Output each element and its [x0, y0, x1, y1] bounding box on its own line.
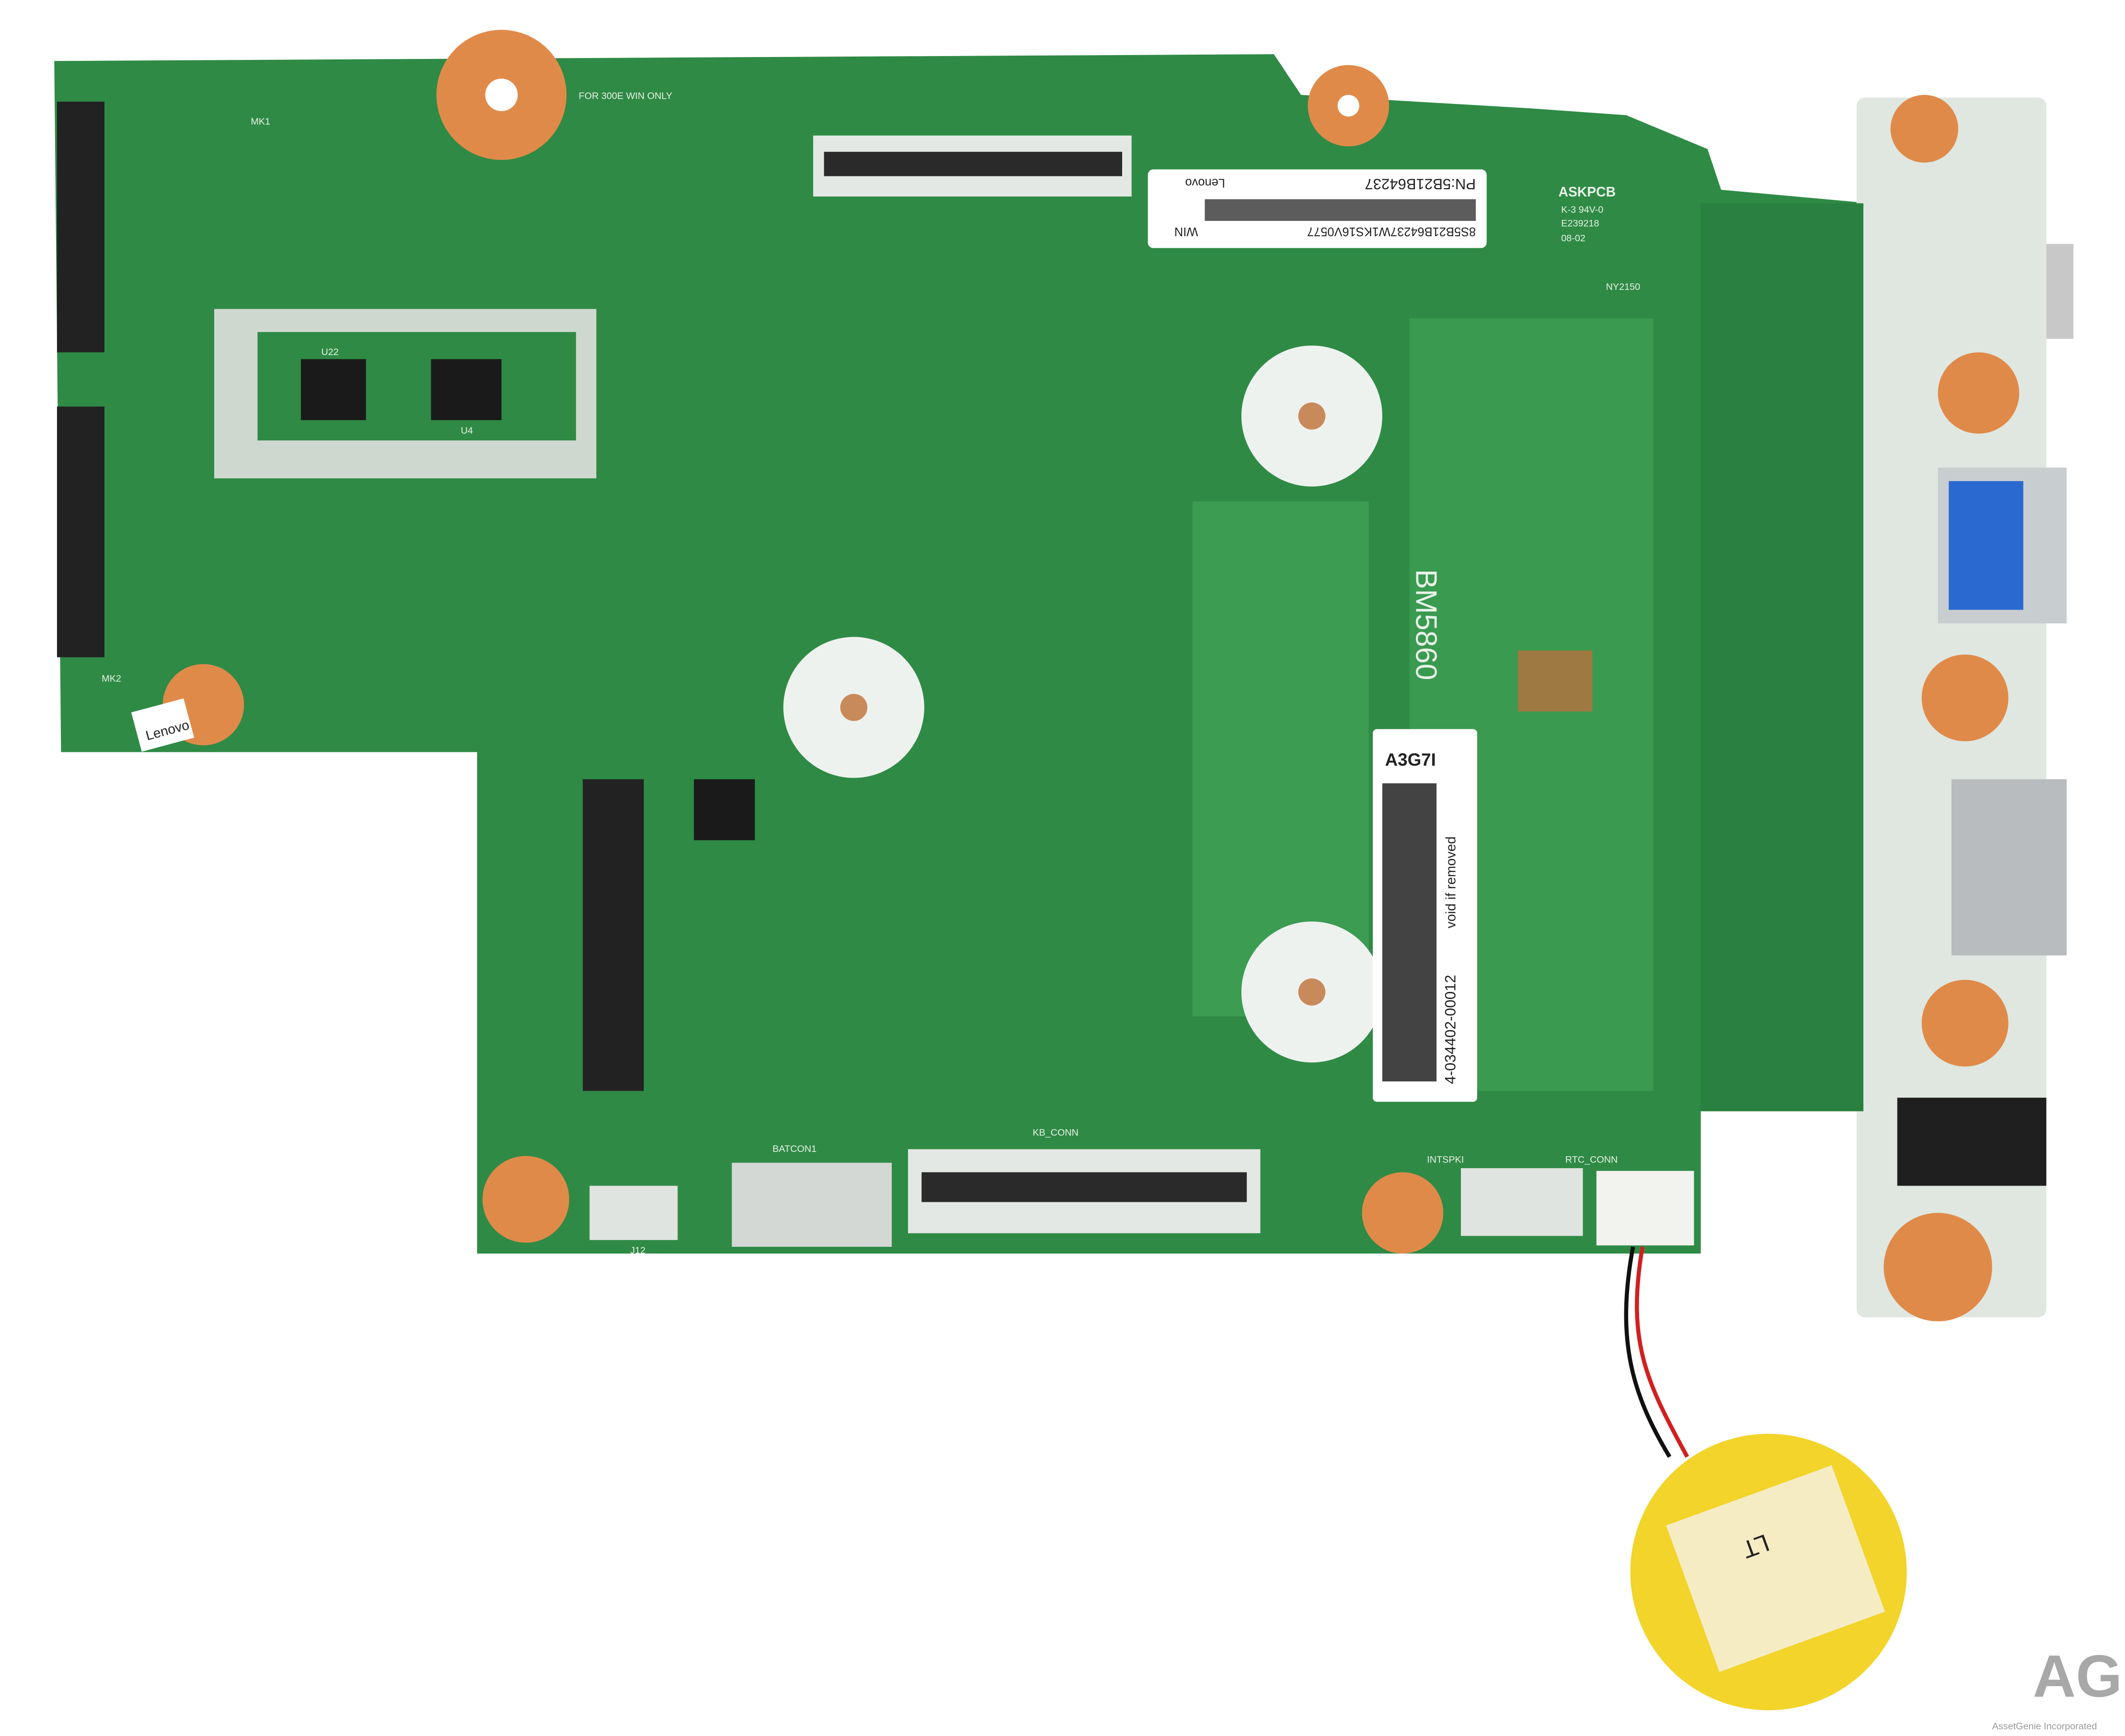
watermark-logo: AGI — [2033, 1643, 2125, 1710]
warranty-note: void if removed — [1443, 837, 1459, 929]
audio-jack — [1897, 1097, 2046, 1186]
warranty-sticker: A3G7I 4-034402-00012 void if removed — [1373, 729, 1477, 1102]
bios-chip — [301, 359, 366, 420]
hdmi-port — [1951, 779, 2067, 955]
silk-rating: K-3 94V-0 — [1561, 205, 1603, 215]
silk-model: BM5860 — [1410, 569, 1443, 680]
sticker-serial: 8S5B21B64237W1KS16V0577 — [1307, 225, 1476, 238]
silk-speaker: INTSPKI — [1427, 1155, 1464, 1165]
small-connector — [589, 1185, 678, 1240]
watermark-company: AssetGenie Incorporated — [1992, 1721, 2097, 1732]
fpc-connector — [583, 779, 644, 1091]
sticker-brand: Lenovo — [1185, 176, 1225, 189]
ec-chip — [431, 359, 502, 420]
battery-connector — [732, 1162, 892, 1247]
silk-date: 08-02 — [1561, 233, 1585, 243]
qr-code — [1517, 650, 1593, 712]
silk-u4: U4 — [461, 425, 473, 436]
sticker-barcode — [1205, 199, 1476, 221]
silk-cert: NY2150 — [1606, 282, 1641, 292]
io-board-strip — [1700, 203, 1864, 1112]
speaker-connector — [1461, 1168, 1583, 1236]
part-number-sticker: 8S5B21B64237W1KS16V0577 WIN PN:5B21B6423… — [1148, 169, 1487, 248]
silk-mk1: MK1 — [251, 116, 270, 127]
sodimm-connector-bottom — [57, 406, 104, 657]
battery-wire-black — [1624, 1246, 1672, 1458]
silk-rtc: RTC_CONN — [1565, 1155, 1618, 1165]
silk-ul: E239218 — [1561, 218, 1599, 229]
pmic — [694, 779, 755, 840]
warranty-barcode — [1382, 783, 1437, 1081]
sticker-os: WIN — [1174, 225, 1198, 238]
silk-bat-conn: BATCON1 — [772, 1144, 816, 1154]
rtc-connector — [1596, 1171, 1694, 1246]
warranty-code: A3G7I — [1385, 750, 1436, 770]
usbc-port — [2046, 244, 2074, 339]
mount-holes — [162, 30, 2020, 1322]
sticker-pn: PN:5B21B64237 — [1365, 175, 1476, 192]
battery-wire-red — [1635, 1246, 1689, 1458]
warranty-number: 4-034402-00012 — [1442, 975, 1459, 1084]
silk-note: FOR 300E WIN ONLY — [579, 91, 672, 101]
silk-u22: U22 — [321, 347, 338, 357]
silk-j12: J12 — [630, 1245, 645, 1256]
silk-mk2: MK2 — [102, 674, 121, 684]
silk-maker: ASKPCB — [1559, 184, 1616, 199]
silk-kb-conn: KB_CONN — [1033, 1127, 1079, 1138]
sodimm-connector-top — [57, 102, 104, 353]
